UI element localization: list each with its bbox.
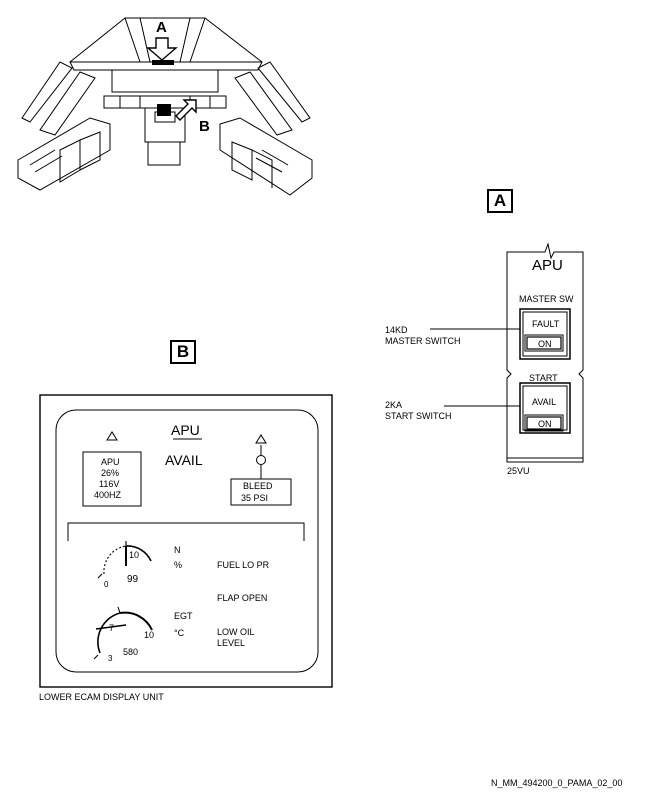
master-switch-ref-id: 14KD <box>385 325 408 335</box>
egt-value: 580 <box>123 647 138 657</box>
master-fault-legend: FAULT <box>532 319 560 329</box>
detail-b-title: B <box>170 340 196 364</box>
figure-code: N_MM_494200_0_PAMA_02_00 <box>491 778 623 788</box>
apu-box-line-1: APU <box>101 457 120 467</box>
detail-a-title: A <box>487 189 513 213</box>
callout-a-label: A <box>156 19 167 36</box>
bleed-label: BLEED <box>243 481 273 491</box>
display-bezel <box>39 394 333 688</box>
n-label: N <box>174 545 181 555</box>
egt-gauge-needle <box>95 624 127 630</box>
msg-flap-open: FLAP OPEN <box>217 593 267 603</box>
n-unit: % <box>174 560 182 570</box>
egt-scale-7: 7 <box>109 623 114 633</box>
egt-label: EGT <box>174 611 193 621</box>
egt-scale-10: 10 <box>144 630 154 640</box>
callout-b-label: B <box>199 118 210 135</box>
egt-unit: °C <box>174 628 185 638</box>
lower-ecam-display: APU AVAIL APU 26% 116V 400HZ BLEED 35 PS… <box>39 394 333 688</box>
windshield-frame <box>69 17 263 63</box>
main-instrument-panel <box>111 70 219 93</box>
msg-fuel-lo-pr: FUEL LO PR <box>217 560 270 570</box>
panel-id-label: 25VU <box>507 466 530 476</box>
egt-gauge <box>93 606 153 660</box>
triangle-icon <box>106 431 118 441</box>
right-side-window <box>257 61 311 123</box>
center-pedestal <box>144 108 186 143</box>
n-value: 99 <box>127 574 139 585</box>
master-sw-group-label: MASTER SW <box>519 294 574 304</box>
egt-scale-3: 3 <box>108 654 113 663</box>
bleed-pressure: 35 PSI <box>241 493 268 503</box>
arrow-a-icon <box>146 37 178 61</box>
start-switch-ref-id: 2KA <box>385 400 403 410</box>
start-on-legend: ON <box>538 419 552 429</box>
n-scale-max: 10 <box>129 550 139 560</box>
bleed-valve-icon <box>256 455 266 465</box>
master-on-legend: ON <box>538 339 552 349</box>
start-avail-legend: AVAIL <box>532 397 556 407</box>
apu-box-line-2: 26% <box>101 468 119 478</box>
apu-panel-title: APU <box>532 257 563 274</box>
separator-bracket <box>67 522 305 541</box>
display-screen <box>55 409 319 673</box>
start-switch-guard <box>519 382 571 434</box>
start-group-label: START <box>529 373 558 383</box>
left-console <box>17 117 111 191</box>
apu-box-line-3: 116V <box>99 479 119 489</box>
msg-low-oil-2: LEVEL <box>217 638 245 648</box>
cockpit-overview: A B <box>17 17 313 196</box>
n-gauge <box>97 541 152 579</box>
apu-overhead-panel: APU MASTER SW FAULT ON START AVAIL ON <box>506 242 584 463</box>
detail-a-leader-lines <box>430 328 520 407</box>
pedestal-target-marker <box>157 104 171 116</box>
ecam-caption: LOWER ECAM DISPLAY UNIT <box>39 692 164 702</box>
ecam-apu-title: APU <box>171 422 200 438</box>
right-console <box>219 117 313 196</box>
triangle-icon <box>255 434 267 444</box>
arrow-b-icon <box>175 99 197 121</box>
start-switch-ref-name: START SWITCH <box>385 411 452 421</box>
ecam-avail-label: AVAIL <box>165 452 203 468</box>
left-side-window <box>21 61 73 123</box>
master-switch-guard <box>519 308 571 360</box>
msg-low-oil-1: LOW OIL <box>217 627 255 637</box>
master-switch-ref-name: MASTER SWITCH <box>385 336 461 346</box>
n-scale-min: 0 <box>104 580 109 589</box>
glareshield <box>69 61 263 71</box>
apu-box-line-4: 400HZ <box>94 490 122 500</box>
apu-parameter-box <box>82 451 142 507</box>
glareshield-target-marker <box>152 60 174 65</box>
